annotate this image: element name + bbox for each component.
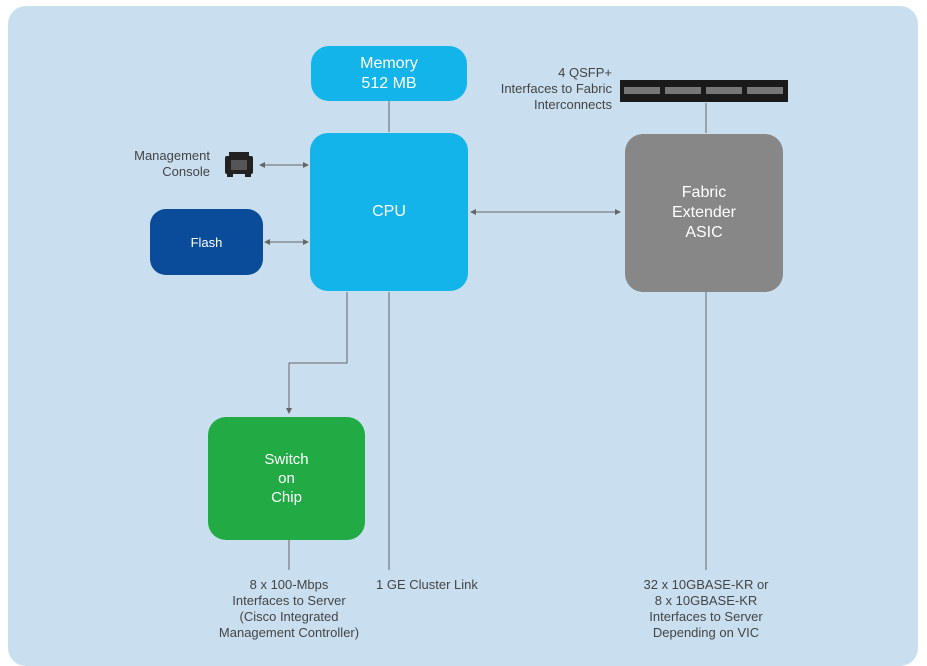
- qsfp-label: 4 QSFP+ Interfaces to Fabric Interconnec…: [500, 65, 612, 112]
- cpu-block: CPU: [310, 133, 468, 291]
- flash-block: Flash: [150, 209, 263, 275]
- console-port-icon: [225, 152, 253, 177]
- diagram-background: [8, 6, 918, 666]
- fabric-asic-label: Fabric Extender ASIC: [671, 184, 737, 241]
- switch-chip-label: Switch on Chip: [264, 451, 309, 506]
- qsfp-ports-icon: [620, 80, 788, 102]
- cpu-label: CPU: [372, 203, 406, 220]
- kr-interfaces-label: 32 x 10GBASE-KR or 8 x 10GBASE-KR Interf…: [643, 577, 769, 640]
- memory-size: 512 MB: [361, 74, 417, 92]
- fabric-asic-block: Fabric Extender ASIC: [625, 134, 783, 292]
- management-console-label: Management Console: [134, 148, 210, 179]
- flash-label: Flash: [190, 234, 223, 250]
- memory-block: Memory 512 MB: [311, 46, 467, 101]
- server-interfaces-label: 8 x 100-Mbps Interfaces to Server (Cisco…: [218, 577, 360, 640]
- cpu-switch-link: [286, 292, 348, 414]
- cluster-link-label: 1 GE Cluster Link: [376, 577, 478, 592]
- switch-chip-block: Switch on Chip: [208, 417, 365, 540]
- memory-label: Memory: [360, 54, 418, 72]
